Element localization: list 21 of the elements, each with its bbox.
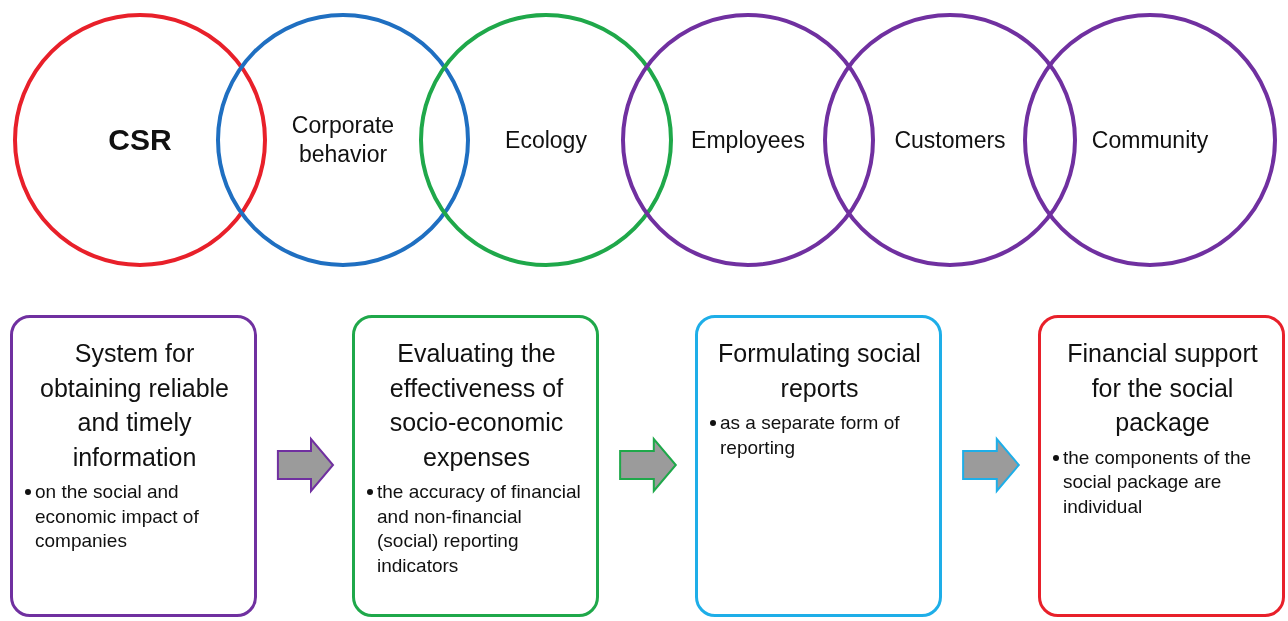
block-arrow [619, 436, 678, 494]
block-arrow [276, 436, 335, 494]
bullet-text: the accuracy of financial and non-financial (social) reporting indicators [377, 480, 582, 579]
process-box [1038, 315, 1285, 617]
process-box [10, 315, 257, 617]
box-heading: Formulating social reports [717, 338, 922, 404]
circle-label: Employees [690, 125, 806, 155]
box-heading: Financial support for the social package [1066, 338, 1259, 438]
box-heading: Evaluating the effectiveness of socio-economic expenses [388, 338, 565, 473]
process-box [352, 315, 599, 617]
bullet-text: the components of the social package are individual [1063, 445, 1252, 519]
bullet-text: as a separate form of reporting [720, 411, 901, 460]
block-arrow [962, 436, 1021, 494]
box-heading: System for obtaining reliable and timely information [39, 338, 230, 473]
circle-label: Corporate behavior [290, 111, 396, 169]
bullet-text: on the social and economic impact of companies [35, 480, 200, 554]
circle-label: CSR [107, 122, 173, 159]
process-box [695, 315, 942, 617]
circle-label: Customers [893, 125, 1007, 155]
circle-label: Ecology [504, 125, 588, 155]
circle-label: Community [1090, 125, 1210, 155]
